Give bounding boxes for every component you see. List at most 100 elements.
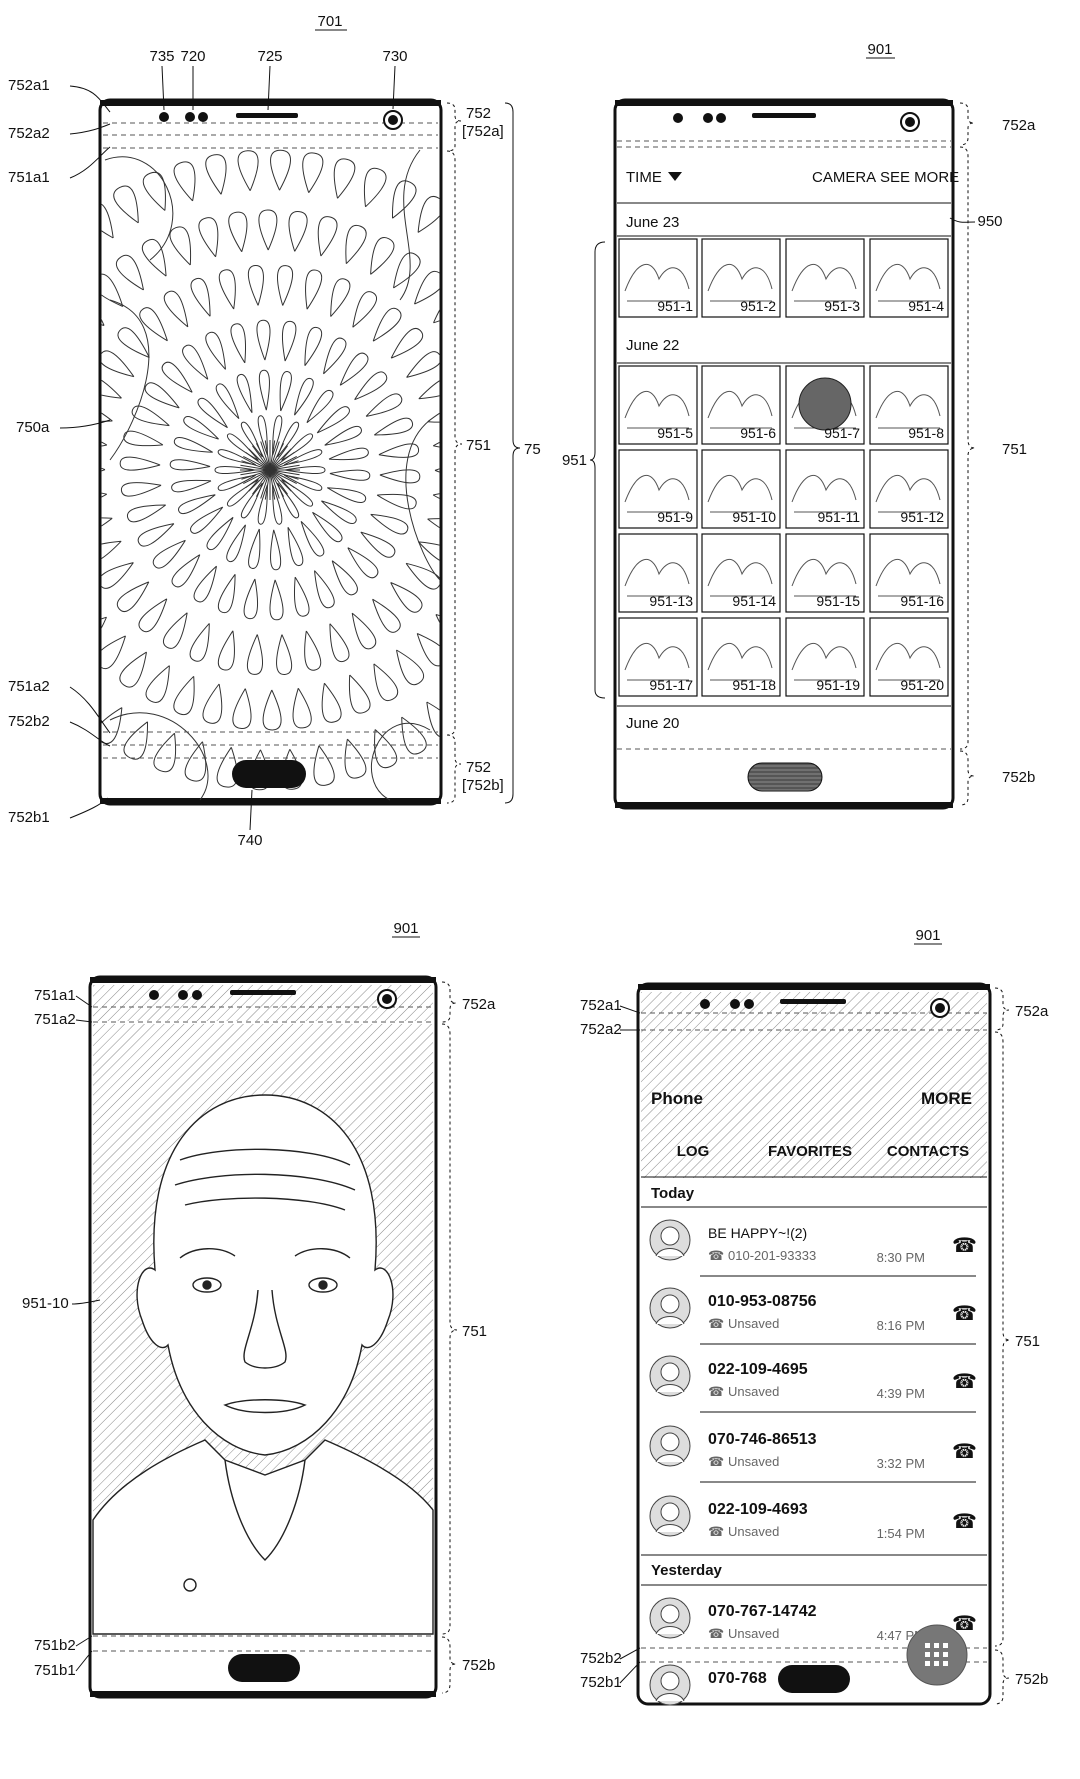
figure-number: 901: [867, 41, 892, 58]
figure-901-photo: 901 751: [22, 920, 496, 1699]
ref-735: 735: [149, 48, 174, 65]
ref-725: 725: [257, 48, 282, 65]
ref-752a2: 752a2: [8, 125, 50, 142]
photo-thumbnail[interactable]: 951-4: [869, 238, 949, 318]
call-time: 4:39 PM: [877, 1386, 925, 1401]
photo-thumbnail[interactable]: 951-18: [701, 617, 781, 697]
photo-thumbnail[interactable]: 951-11: [785, 449, 865, 529]
ref-751b1: 751b1: [34, 1662, 76, 1679]
time-sort-menu[interactable]: TIME: [626, 169, 662, 186]
figure-901-phone: 901 Phone MORE LOG FAVORITES CONTACTS To…: [580, 927, 1049, 1706]
caller-subtext: Unsaved: [728, 1626, 779, 1641]
call-log-row[interactable]: BE HAPPY~!(2)010-201-93333☎8:30 PM☎: [649, 1219, 977, 1277]
thumbnail-label: 951-20: [900, 677, 944, 693]
call-time: 3:32 PM: [877, 1456, 925, 1471]
call-button-icon[interactable]: ☎: [952, 1613, 977, 1635]
date-header: June 20: [626, 715, 679, 732]
photo-thumbnail[interactable]: 951-8: [869, 365, 949, 445]
call-button-icon[interactable]: ☎: [952, 1371, 977, 1393]
thumbnail-label: 951-18: [732, 677, 776, 693]
caller-name: 070-768: [708, 1670, 767, 1687]
call-type-icon: ☎: [708, 1524, 724, 1539]
thumbnail-label: 951-16: [900, 593, 944, 609]
more-button[interactable]: MORE: [921, 1089, 972, 1108]
ref-752b-bracket: [752b]: [462, 777, 504, 794]
call-type-icon: ☎: [708, 1626, 724, 1641]
sensor-720a-icon: [185, 112, 195, 122]
ref-751: 751: [1002, 441, 1027, 458]
ref-950: 950: [977, 213, 1002, 230]
caller-subtext: Unsaved: [728, 1316, 779, 1331]
tab-contacts[interactable]: CONTACTS: [887, 1143, 969, 1160]
chevron-down-icon[interactable]: [668, 172, 682, 181]
call-button-icon[interactable]: ☎: [952, 1441, 977, 1463]
ref-752a1: 752a1: [8, 77, 50, 94]
sensor-icon: [178, 990, 188, 1000]
photo-thumbnail[interactable]: 951-7: [785, 365, 865, 445]
call-type-icon: ☎: [708, 1454, 724, 1469]
call-button-icon[interactable]: ☎: [952, 1511, 977, 1533]
ref-752b: 752b: [1015, 1671, 1048, 1688]
speaker-725-icon: [236, 113, 298, 118]
sensor-icon: [730, 999, 740, 1009]
photo-thumbnail[interactable]: 951-1: [618, 238, 698, 318]
sensor-icon: [192, 990, 202, 1000]
photo-thumbnail[interactable]: 951-13: [618, 533, 698, 613]
photo-thumbnail[interactable]: 951-17: [618, 617, 698, 697]
call-button-icon[interactable]: ☎: [952, 1235, 977, 1257]
ref-730: 730: [382, 48, 407, 65]
thumbnail-label: 951-13: [649, 593, 693, 609]
ref-752a: 752a: [1015, 1003, 1049, 1020]
ref-740: 740: [237, 832, 262, 849]
photo-thumbnail[interactable]: 951-20: [869, 617, 949, 697]
ref-751a1: 751a1: [8, 169, 50, 186]
ref-751: 751: [466, 437, 491, 454]
home-button-icon: [747, 762, 823, 792]
thumbnail-label: 951-8: [908, 425, 944, 441]
photo-thumbnail[interactable]: 951-9: [618, 449, 698, 529]
call-time: 1:54 PM: [877, 1526, 925, 1541]
ref-752b: 752b: [1002, 769, 1035, 786]
tab-favorites[interactable]: FAVORITES: [768, 1143, 852, 1160]
thumbnail-label: 951-3: [824, 298, 860, 314]
ref-751a2: 751a2: [8, 678, 50, 695]
caller-subtext: Unsaved: [728, 1454, 779, 1469]
caller-name: BE HAPPY~!(2): [708, 1225, 807, 1241]
camera-filter-button[interactable]: CAMERA: [812, 169, 876, 186]
portrait-photo: [92, 1094, 434, 1635]
photo-thumbnail[interactable]: 951-6: [701, 365, 781, 445]
call-type-icon: ☎: [708, 1248, 724, 1263]
call-button-icon[interactable]: ☎: [952, 1303, 977, 1325]
photo-thumbnail[interactable]: 951-16: [869, 533, 949, 613]
photo-thumbnail[interactable]: 951-2: [701, 238, 781, 318]
see-more-button[interactable]: SEE MORE: [880, 169, 959, 186]
sensor-735-icon: [159, 112, 169, 122]
photo-thumbnail[interactable]: 951-14: [701, 533, 781, 613]
hatched-header-area: [641, 992, 987, 1178]
photo-thumbnail[interactable]: 951-3: [785, 238, 865, 318]
ref-75: 75: [524, 441, 541, 458]
photo-thumbnail[interactable]: 951-12: [869, 449, 949, 529]
photo-thumbnail[interactable]: 951-10: [701, 449, 781, 529]
caller-name: 010-953-08756: [708, 1293, 817, 1310]
ref-752b2: 752b2: [580, 1650, 622, 1667]
call-time: 8:16 PM: [877, 1318, 925, 1333]
ref-750a: 750a: [16, 419, 50, 436]
call-log-row[interactable]: 070-768: [649, 1664, 767, 1706]
photo-thumbnail[interactable]: 951-19: [785, 617, 865, 697]
photo-thumbnail[interactable]: 951-5: [618, 365, 698, 445]
date-header: June 22: [626, 337, 679, 354]
tab-log[interactable]: LOG: [677, 1143, 710, 1160]
caller-subtext: 010-201-93333: [728, 1248, 816, 1263]
ref-751a2: 751a2: [34, 1011, 76, 1028]
speaker-icon: [230, 990, 296, 995]
figure-number: 901: [915, 927, 940, 944]
speaker-icon: [752, 113, 816, 118]
photo-thumbnail[interactable]: 951-15: [785, 533, 865, 613]
section-header-yesterday: Yesterday: [651, 1562, 723, 1579]
